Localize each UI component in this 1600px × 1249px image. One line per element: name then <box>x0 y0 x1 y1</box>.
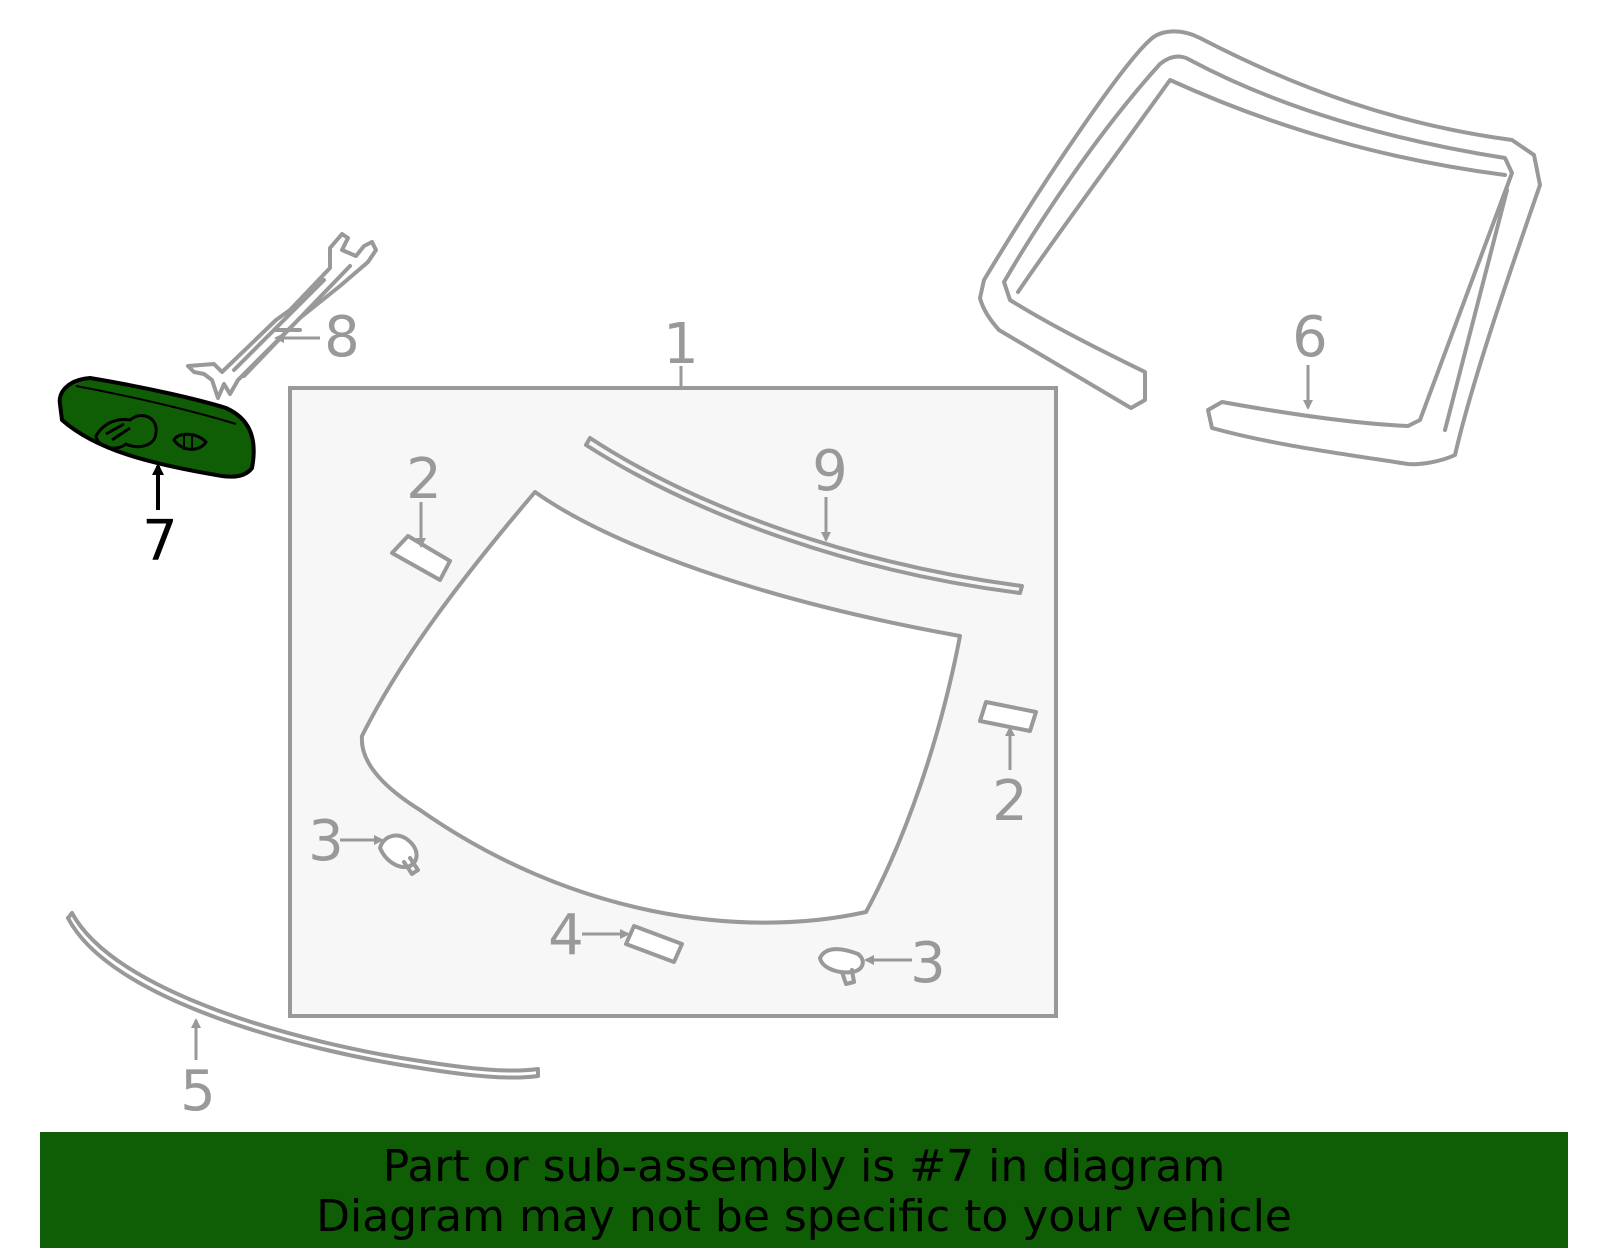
callout-3-left: 3 <box>308 809 344 874</box>
part-info-banner: Part or sub-assembly is #7 in diagram Di… <box>40 1132 1568 1248</box>
lower-molding-part-5 <box>66 911 540 1080</box>
spacer-part-2-left <box>390 534 452 582</box>
callout-5: 5 <box>180 1059 216 1124</box>
callout-1: 1 <box>663 312 699 377</box>
banner-line-2: Diagram may not be specific to your vehi… <box>316 1191 1292 1242</box>
spacer-part-2-right <box>978 700 1038 733</box>
windshield-glass <box>359 490 962 925</box>
callout-3-right: 3 <box>910 931 946 996</box>
callout-6: 6 <box>1292 305 1328 370</box>
callout-7-selected: 7 <box>142 509 178 574</box>
rearview-mirror-part-7 <box>57 376 256 479</box>
frame-molding-part-6 <box>978 29 1542 467</box>
callout-2-right: 2 <box>992 769 1028 834</box>
banner-line-1: Part or sub-assembly is #7 in diagram <box>382 1141 1226 1192</box>
bracket-part-8 <box>186 232 378 400</box>
callout-2-left: 2 <box>406 447 442 512</box>
clip-part-3-left <box>378 833 420 876</box>
upper-molding-part-9 <box>584 436 1024 595</box>
clip-part-3-right <box>818 947 865 986</box>
callout-8: 8 <box>324 305 360 370</box>
pad-part-4 <box>624 924 684 964</box>
callout-4: 4 <box>548 903 584 968</box>
callout-9: 9 <box>812 439 848 504</box>
